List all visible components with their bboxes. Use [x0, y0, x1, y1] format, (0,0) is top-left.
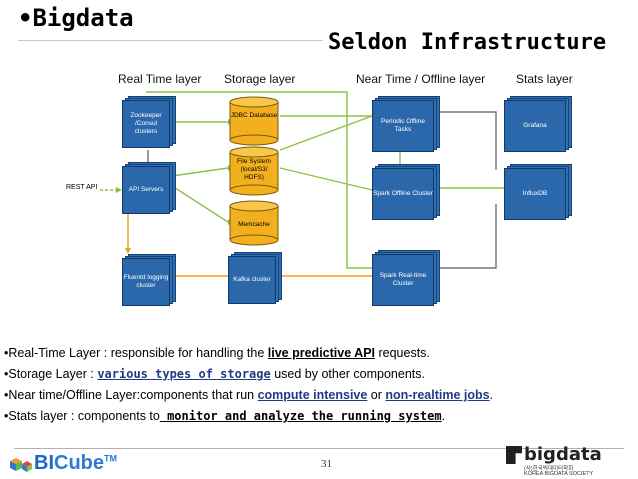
jdbc-database-label: JDBC Database: [230, 112, 278, 119]
brand-cube: Cube: [54, 452, 104, 474]
architecture-diagram: [100, 91, 512, 279]
bullet-list: •Real-Time Layer : responsible for handl…: [4, 343, 634, 427]
bigdata-society-logo: bigdata (사)한국빅데이터학회 KOREA BIGDATA SOCIET…: [506, 444, 626, 478]
bullet-stats: •Stats layer : components to monitor and…: [4, 406, 634, 427]
memcache-label: Memcache: [238, 221, 270, 228]
brand-bigdata-english: KOREA BIGDATA SOCIETY: [524, 471, 594, 477]
layer-label-stats: Stats layer: [516, 72, 573, 86]
brand-bigdata-korean: (사)한국빅데이터학회: [524, 466, 574, 472]
brand-bi: BI: [34, 452, 54, 474]
bullet-highlight: compute intensive: [257, 388, 368, 402]
kafka-label: Kafka cluster: [228, 256, 276, 304]
slide-title: •Bigdata: [18, 4, 134, 32]
bullet-text: or: [367, 388, 386, 402]
bullet-text: •Storage Layer :: [4, 367, 98, 381]
diagram-connectors-green: [146, 91, 506, 269]
layer-label-storage: Storage layer: [224, 72, 296, 86]
bullet-highlight: non-realtime jobs: [385, 388, 490, 402]
bullet-text: •Real-Time Layer : responsible for handl…: [4, 346, 268, 360]
bullet-text: •Near time/Offline Layer:components that…: [4, 388, 258, 402]
title-bullet: •: [18, 4, 33, 32]
cube-icon: [8, 455, 34, 473]
cylinder-memcache: [229, 200, 279, 246]
spark-offline-label: Spark Offline Cluster: [372, 168, 434, 220]
bullet-offline: •Near time/Offline Layer:components that…: [4, 385, 634, 406]
bullet-text: •Stats layer : components to: [4, 409, 160, 423]
periodic-offline-label: Periodic Offline Tasks: [372, 100, 434, 152]
title-underline: [18, 40, 323, 41]
bullet-highlight: various types of storage: [97, 367, 271, 381]
slide-subtitle: Seldon Infrastructure: [328, 30, 607, 55]
spark-realtime-label: Spark Real-time Cluster: [372, 254, 434, 306]
brand-tm: TM: [104, 453, 117, 464]
diagram-connectors-dark: [147, 111, 497, 269]
footer-rule: [14, 448, 624, 449]
cylinder-filesystem: [229, 146, 279, 196]
bullet-realtime: •Real-Time Layer : responsible for handl…: [4, 343, 634, 364]
brand-bigdata: bigdata: [524, 444, 602, 465]
grafana-label: Grafana: [504, 100, 566, 152]
rest-api-label: REST API: [66, 184, 98, 191]
filesystem-label: File System (local/S3/ HDFS): [237, 158, 271, 181]
bullet-text: .: [489, 388, 494, 402]
bullet-highlight: monitor and analyze the running system: [159, 409, 442, 423]
cylinder-jdbc: [229, 96, 279, 146]
fluentd-label: Fluentd logging cluster: [122, 258, 170, 306]
bullet-highlight: live predictive API: [267, 346, 376, 360]
bullet-text: .: [441, 409, 446, 423]
rest-api-arrow: [100, 187, 122, 193]
title-text: Bigdata: [32, 4, 134, 32]
layer-label-realtime: Real Time layer: [118, 72, 202, 86]
layer-label-offline: Near Time / Offline layer: [356, 72, 486, 86]
influxdb-label: InfluxDB: [504, 168, 566, 220]
zookeeper-consul-label: Zookeeper /Consul clusters: [122, 100, 170, 148]
bullet-text: used by other components.: [270, 367, 425, 381]
api-servers-label: API Servers: [122, 166, 170, 214]
page-number: 31: [321, 458, 332, 470]
bullet-text: requests.: [375, 346, 430, 360]
bicube-logo: BICubeTM: [8, 452, 117, 475]
bigdata-logo-icon: [506, 446, 522, 464]
bullet-storage: •Storage Layer : various types of storag…: [4, 364, 634, 385]
